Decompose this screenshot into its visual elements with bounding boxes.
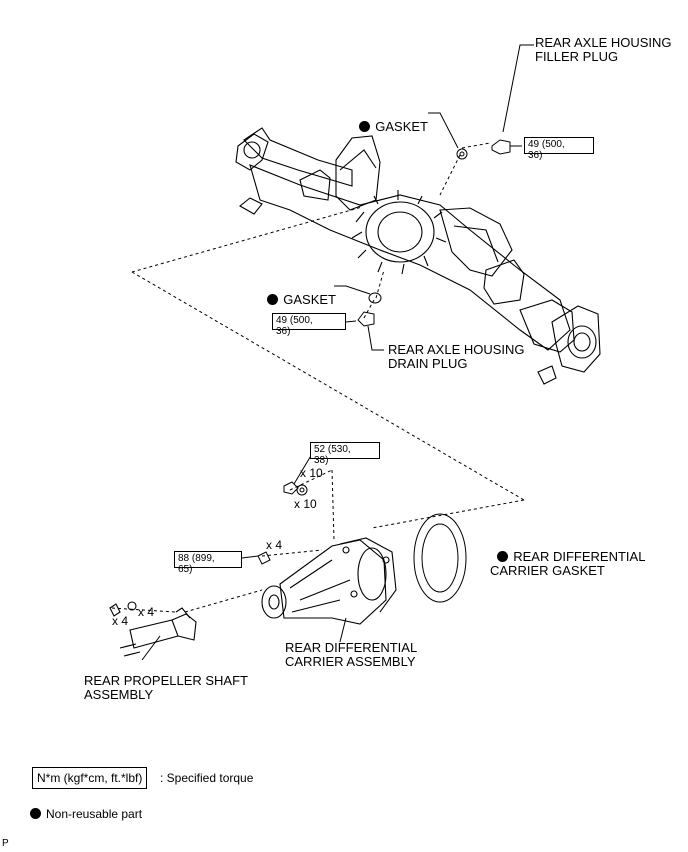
dashed-guide-lines	[111, 142, 525, 613]
corner-mark: P	[2, 838, 9, 849]
non-reusable-dot-icon	[267, 294, 279, 305]
legend-nonreusable: Non-reusable part	[30, 807, 142, 821]
drain-torque-box: 49 (500, 36)	[272, 313, 346, 337]
propeller-shaft-label: REAR PROPELLER SHAFT ASSEMBLY	[84, 673, 248, 702]
leader-lines	[141, 44, 534, 661]
propeller-torque-box: 88 (899, 65)	[174, 551, 242, 575]
drain-plug-parts	[357, 292, 382, 327]
carrier-gasket-label: REAR DIFFERENTIAL CARRIER GASKET	[490, 536, 645, 578]
legend-torque-box: N*m (kgf*cm, ft.*lbf)	[32, 767, 148, 789]
propeller-washers-quantity: x 4	[112, 614, 129, 628]
propeller-bolts-quantity: x 4	[266, 538, 283, 552]
carrier-nut-torque-box: 52 (530, 38)	[310, 442, 380, 466]
propeller-shaft-drawing	[109, 601, 197, 657]
filler-plug-parts	[456, 139, 511, 160]
non-reusable-dot-icon	[30, 808, 41, 819]
legend-torque-description: : Specified torque	[160, 771, 254, 785]
nuts-quantity: x 10	[300, 466, 323, 480]
washers-quantity: x 10	[294, 497, 317, 511]
differential-carrier-drawing	[261, 537, 397, 625]
carrier-assembly-label: REAR DIFFERENTIAL CARRIER ASSEMBLY	[285, 640, 418, 669]
axle-housing-drawing	[235, 127, 601, 385]
filler-plug-label: REAR AXLE HOUSING FILLER PLUG	[535, 35, 672, 64]
carrier-gasket-text: REAR DIFFERENTIAL CARRIER GASKET	[490, 549, 646, 578]
non-reusable-dot-icon	[359, 121, 371, 132]
gasket-lower-label: GASKET	[260, 279, 336, 307]
gasket-top-text: GASKET	[375, 119, 428, 134]
non-reusable-dot-icon	[497, 551, 509, 562]
filler-torque-box: 49 (500, 36)	[524, 137, 594, 161]
carrier-gasket-drawing	[413, 513, 467, 603]
legend-nonreusable-text: Non-reusable part	[46, 807, 143, 821]
gasket-lower-text: GASKET	[283, 292, 336, 307]
gasket-top-label: GASKET	[352, 106, 428, 134]
propeller-nuts-quantity: x 4	[138, 605, 155, 619]
drain-plug-label: REAR AXLE HOUSING DRAIN PLUG	[388, 342, 525, 371]
carrier-fasteners	[257, 481, 308, 565]
